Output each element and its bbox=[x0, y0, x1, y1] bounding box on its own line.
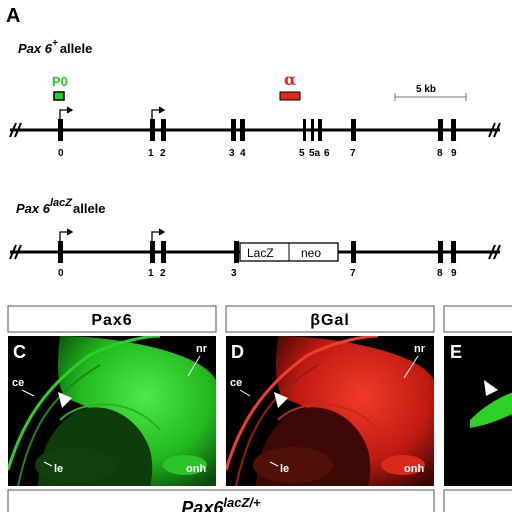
exon-lacz-8 bbox=[438, 241, 443, 263]
genotype-box-e bbox=[443, 489, 512, 512]
exon-lacz-2 bbox=[161, 241, 166, 263]
exnum-lacz-9: 9 bbox=[451, 268, 457, 279]
exon-numbers-lacz: 0 1 2 3 7 8 9 bbox=[58, 268, 457, 279]
panel-label-e: E bbox=[450, 342, 462, 362]
exons-plus bbox=[58, 119, 456, 141]
arrowhead-e-icon bbox=[484, 380, 498, 396]
exnum-plus-4: 4 bbox=[240, 148, 246, 159]
exnum-plus-5: 5 bbox=[299, 148, 305, 159]
exon-plus-7 bbox=[351, 119, 356, 141]
cassette-lacz-label: LacZ bbox=[247, 246, 274, 260]
exon-plus-2 bbox=[161, 119, 166, 141]
annot-d-onh: onh bbox=[404, 463, 424, 475]
title-box-e bbox=[443, 305, 512, 333]
annot-d-ce: ce bbox=[230, 377, 242, 389]
exon-lacz-9 bbox=[451, 241, 456, 263]
panel-d-image: D nr ce le onh bbox=[226, 336, 434, 486]
exnum-plus-5a: 5a bbox=[309, 148, 321, 159]
exnum-plus-2: 2 bbox=[160, 148, 166, 159]
exon-plus-3 bbox=[231, 119, 236, 141]
allele-plus-title: Pax 6+allele bbox=[18, 38, 92, 56]
exon-lacz-3 bbox=[234, 241, 239, 263]
cassette-neo-label: neo bbox=[301, 246, 321, 260]
exnum-lacz-0: 0 bbox=[58, 268, 64, 279]
exnum-plus-7: 7 bbox=[350, 148, 356, 159]
pointer-d-le bbox=[269, 461, 279, 467]
annot-d-le: le bbox=[280, 463, 289, 475]
exnum-plus-9: 9 bbox=[451, 148, 457, 159]
exon-lacz-1 bbox=[150, 241, 155, 263]
allele-lacz-title: Pax 6lacZallele bbox=[16, 197, 106, 216]
exnum-lacz-2: 2 bbox=[160, 268, 166, 279]
exon-plus-5a bbox=[311, 119, 314, 141]
genotype-label: Pax6lacZ/+ bbox=[181, 495, 261, 512]
arrowhead-c-icon bbox=[58, 392, 72, 408]
exnum-lacz-1: 1 bbox=[148, 268, 154, 279]
pointer-c-nr bbox=[187, 355, 201, 377]
exnum-plus-3: 3 bbox=[229, 148, 235, 159]
exon-plus-4 bbox=[240, 119, 245, 141]
pointer-c-le bbox=[43, 461, 53, 467]
promoter-arrows-plus bbox=[59, 106, 166, 119]
panel-label-d: D bbox=[231, 342, 244, 362]
scale-label: 5 kb bbox=[416, 84, 436, 95]
exon-numbers-plus: 0 1 2 3 4 5 5a 6 7 8 9 bbox=[58, 148, 457, 159]
probe-alpha-label: α bbox=[284, 70, 296, 89]
title-box-pax6: Pax6 bbox=[7, 305, 217, 333]
exon-plus-1 bbox=[150, 119, 155, 141]
annot-c-nr: nr bbox=[196, 343, 208, 355]
probe-alpha-box bbox=[279, 91, 301, 101]
exnum-plus-0: 0 bbox=[58, 148, 64, 159]
exon-plus-6 bbox=[318, 119, 322, 141]
panel-label-a: A bbox=[6, 5, 20, 27]
annot-c-onh: onh bbox=[186, 463, 206, 475]
title-bgal: βGal bbox=[310, 312, 350, 329]
probe-p0-box bbox=[53, 91, 65, 101]
pointer-c-ce bbox=[21, 389, 35, 397]
exnum-lacz-3: 3 bbox=[231, 268, 237, 279]
exon-plus-8 bbox=[438, 119, 443, 141]
exon-lacz-0 bbox=[58, 241, 63, 263]
scale-bar bbox=[394, 93, 467, 101]
arrowhead-d-icon bbox=[274, 392, 288, 408]
genotype-box bbox=[7, 489, 435, 512]
exons-lacz bbox=[58, 241, 456, 263]
probe-p0-label: P0 bbox=[52, 74, 68, 89]
lacz-neo-cassette: LacZ neo bbox=[239, 242, 339, 262]
exon-plus-9 bbox=[451, 119, 456, 141]
pointer-d-ce bbox=[239, 389, 251, 397]
annot-c-ce: ce bbox=[12, 377, 24, 389]
exon-lacz-7 bbox=[351, 241, 356, 263]
annot-c-le: le bbox=[54, 463, 63, 475]
exon-plus-0 bbox=[58, 119, 63, 141]
panel-label-c: C bbox=[13, 342, 26, 362]
pointer-d-nr bbox=[403, 355, 419, 379]
exon-plus-5 bbox=[303, 119, 306, 141]
exnum-plus-8: 8 bbox=[437, 148, 443, 159]
exnum-lacz-7: 7 bbox=[350, 268, 356, 279]
promoter-arrows-lacz bbox=[59, 228, 166, 241]
exnum-plus-1: 1 bbox=[148, 148, 154, 159]
gene-line-plus bbox=[9, 122, 501, 138]
panel-e-image: E bbox=[444, 336, 512, 486]
exnum-plus-6: 6 bbox=[324, 148, 330, 159]
title-pax6: Pax6 bbox=[91, 312, 132, 329]
panel-c-image: C nr ce le onh bbox=[8, 336, 216, 486]
annot-d-nr: nr bbox=[414, 343, 426, 355]
title-box-bgal: βGal bbox=[225, 305, 435, 333]
exnum-lacz-8: 8 bbox=[437, 268, 443, 279]
